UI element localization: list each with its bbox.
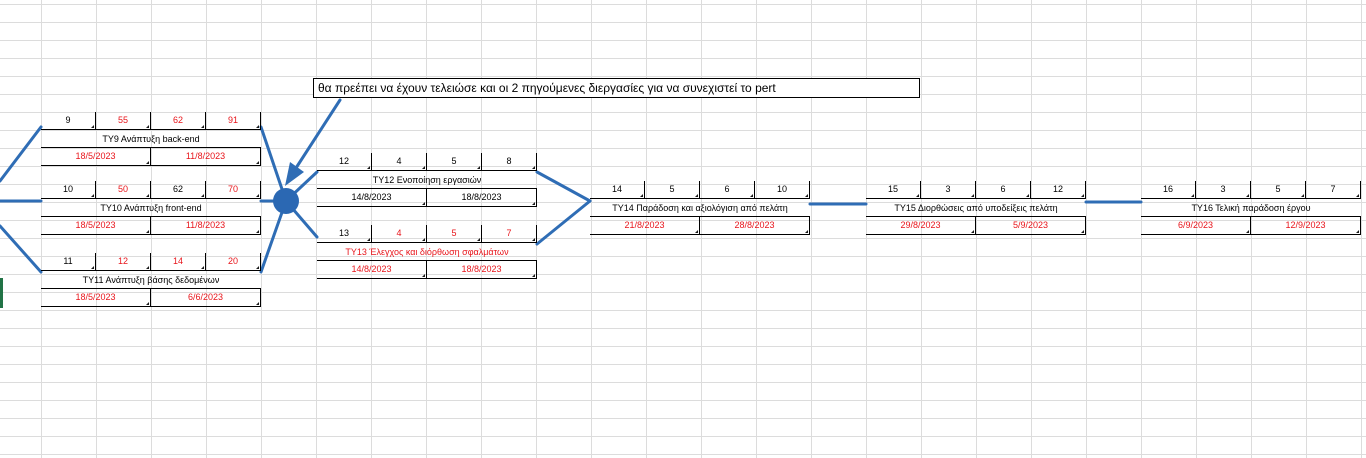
- node-value: 10: [755, 181, 810, 198]
- node-value: 4: [372, 225, 427, 242]
- node-value: 7: [482, 225, 537, 242]
- connector-line: [535, 170, 592, 203]
- node-start-date: 18/5/2023: [41, 289, 151, 306]
- node-end-date: 28/8/2023: [700, 217, 810, 234]
- node-start-date: 14/8/2023: [317, 261, 427, 278]
- pert-node-ty14[interactable]: 14 5 6 10 ΤΥ14 Παράδοση και αξιολόγιση α…: [590, 181, 810, 236]
- node-value: 5: [427, 225, 482, 242]
- pert-node-ty9[interactable]: 9 55 62 91 ΤΥ9 Ανάπτυξη back-end 18/5/20…: [41, 112, 261, 167]
- node-title: ΤΥ9 Ανάπτυξη back-end: [41, 130, 261, 148]
- pert-node-ty10[interactable]: 10 50 62 70 ΤΥ10 Ανάπτυξη front-end 18/5…: [41, 181, 261, 236]
- node-title: ΤΥ14 Παράδοση και αξιολόγιση από πελάτη: [590, 199, 810, 217]
- node-value: 3: [1196, 181, 1251, 198]
- node-title: ΤΥ10 Ανάπτυξη front-end: [41, 199, 261, 217]
- connector-line: [535, 199, 592, 246]
- node-value: 62: [151, 112, 206, 129]
- node-end-date: 18/8/2023: [427, 189, 537, 206]
- node-start-date: 29/8/2023: [866, 217, 976, 234]
- node-title: ΤΥ13 Έλεγχος και διόρθωση σφαλμάτων: [317, 243, 537, 261]
- node-title: ΤΥ11 Ανάπτυξη βάσης δεδομένων: [41, 271, 261, 289]
- node-start-date: 14/8/2023: [317, 189, 427, 206]
- node-id: 14: [590, 181, 645, 198]
- node-value: 12: [1031, 181, 1086, 198]
- node-value: 6: [700, 181, 755, 198]
- annotation-arrow-shaft: [294, 98, 342, 170]
- node-id: 16: [1141, 181, 1196, 198]
- node-value: 7: [1306, 181, 1361, 198]
- connector-line: [259, 125, 288, 203]
- node-value: 62: [151, 181, 206, 198]
- node-value: 5: [427, 153, 482, 170]
- node-start-date: 18/5/2023: [41, 217, 151, 234]
- node-id: 13: [317, 225, 372, 242]
- node-id: 15: [866, 181, 921, 198]
- node-value: 70: [206, 181, 261, 198]
- node-id: 12: [317, 153, 372, 170]
- node-start-date: 6/9/2023: [1141, 217, 1251, 234]
- node-id: 9: [41, 112, 96, 129]
- node-end-date: 12/9/2023: [1251, 217, 1361, 234]
- connector-line: [0, 125, 43, 183]
- node-title: ΤΥ16 Τελική παράδοση έργου: [1141, 199, 1361, 217]
- pert-node-ty13[interactable]: 13 4 5 7 ΤΥ13 Έλεγχος και διόρθωση σφαλμ…: [317, 225, 537, 280]
- node-value: 55: [96, 112, 151, 129]
- node-value: 14: [151, 253, 206, 270]
- node-value: 6: [976, 181, 1031, 198]
- node-end-date: 11/8/2023: [151, 217, 261, 234]
- node-end-date: 6/6/2023: [151, 289, 261, 306]
- pert-node-ty15[interactable]: 15 3 6 12 ΤΥ15 Διορθώσεις από υποδείξεις…: [866, 181, 1086, 236]
- node-id: 10: [41, 181, 96, 198]
- pert-node-ty16[interactable]: 16 3 5 7 ΤΥ16 Τελική παράδοση έργου 6/9/…: [1141, 181, 1361, 236]
- node-value: 12: [96, 253, 151, 270]
- node-start-date: 21/8/2023: [590, 217, 700, 234]
- node-title: ΤΥ12 Ενοποίηση εργασιών: [317, 171, 537, 189]
- node-end-date: 18/8/2023: [427, 261, 537, 278]
- node-start-date: 18/5/2023: [41, 148, 151, 165]
- node-value: 5: [645, 181, 700, 198]
- node-value: 8: [482, 153, 537, 170]
- node-title: ΤΥ15 Διορθώσεις από υποδείξεις πελάτη: [866, 199, 1086, 217]
- node-value: 20: [206, 253, 261, 270]
- connector-line: [0, 224, 43, 274]
- merge-node-circle: [273, 188, 299, 214]
- node-id: 11: [41, 253, 96, 270]
- active-cell-indicator[interactable]: [0, 278, 3, 308]
- node-end-date: 11/8/2023: [151, 148, 261, 165]
- node-value: 5: [1251, 181, 1306, 198]
- annotation-arrow-head: [285, 162, 304, 186]
- node-value: 50: [96, 181, 151, 198]
- annotation-textbox[interactable]: θα πρεέπει να έχουν τελειώσε και οι 2 πη…: [313, 78, 920, 98]
- node-end-date: 5/9/2023: [976, 217, 1086, 234]
- pert-node-ty11[interactable]: 11 12 14 20 ΤΥ11 Ανάπτυξη βάσης δεδομένω…: [41, 253, 261, 308]
- pert-node-ty12[interactable]: 12 4 5 8 ΤΥ12 Ενοποίηση εργασιών 14/8/20…: [317, 153, 537, 208]
- node-value: 3: [921, 181, 976, 198]
- node-value: 4: [372, 153, 427, 170]
- node-value: 91: [206, 112, 261, 129]
